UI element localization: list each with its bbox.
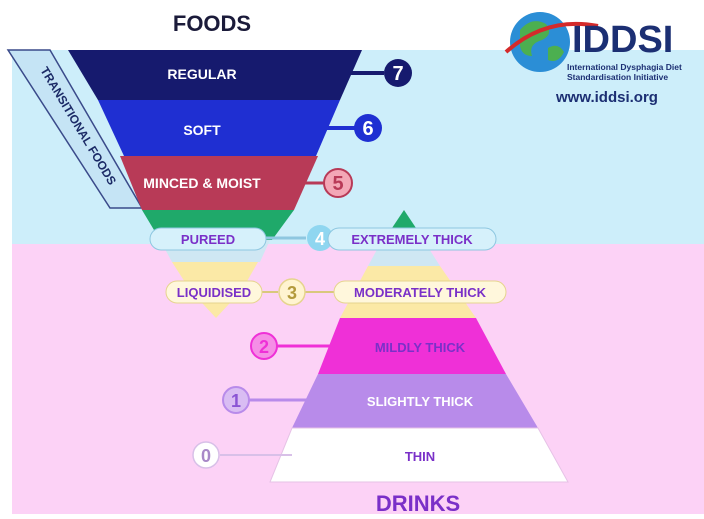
level0-number: 0	[201, 446, 211, 466]
logo-text: IDDSI	[572, 19, 673, 61]
level4-drink-pill	[327, 227, 497, 251]
iddsi-logo: IDDSI	[504, 12, 673, 72]
level0-drink-label: THIN	[405, 449, 435, 464]
level4-food-pill	[149, 227, 267, 251]
brand-subtitle-1: International Dysphagia Diet	[567, 62, 682, 72]
level4-drink-tip	[392, 210, 416, 228]
level1-circle	[222, 386, 250, 414]
level5-number: 5	[332, 173, 343, 195]
level6-number: 6	[362, 118, 373, 140]
level6-circle	[354, 114, 382, 142]
level6-food-label: SOFT	[183, 122, 221, 138]
level2-circle	[250, 332, 278, 360]
level4-number: 4	[315, 229, 325, 249]
level4-drink-label: EXTREMELY THICK	[351, 232, 473, 247]
level1-band	[292, 374, 538, 428]
level0-circle	[192, 441, 220, 469]
level6-band	[98, 100, 340, 156]
level0-band	[269, 427, 569, 483]
level7-number: 7	[392, 63, 403, 85]
level3-drink-label: MODERATELY THICK	[354, 285, 487, 300]
level7-band	[68, 50, 362, 100]
level1-number: 1	[231, 391, 241, 411]
level2-number: 2	[259, 337, 269, 357]
globe-land-2	[548, 45, 564, 61]
level4-circle	[307, 225, 333, 251]
level5-circle	[323, 168, 353, 198]
brand-url[interactable]: www.iddsi.org	[555, 89, 658, 106]
level3-drink-pill	[333, 280, 507, 304]
globe-swoosh	[504, 21, 599, 54]
level3-food-pill	[165, 280, 263, 304]
level3-circle	[278, 278, 306, 306]
level5-band	[120, 156, 318, 210]
brand-subtitle-2: Standardisation Initiative	[567, 72, 668, 82]
level3-number: 3	[287, 283, 297, 303]
level1-drink-label: SLIGHTLY THICK	[367, 394, 474, 409]
level2-drink-label: MILDLY THICK	[375, 340, 466, 355]
level7-circle	[384, 59, 412, 87]
level2-band	[318, 318, 506, 374]
level7-food-label: REGULAR	[167, 66, 236, 82]
level4-food-label: PUREED	[181, 232, 235, 247]
drinks-title: DRINKS	[376, 491, 460, 516]
foods-title: FOODS	[173, 11, 251, 36]
level5-food-label: MINCED & MOIST	[143, 175, 261, 191]
level3-food-label: LIQUIDISED	[177, 285, 251, 300]
